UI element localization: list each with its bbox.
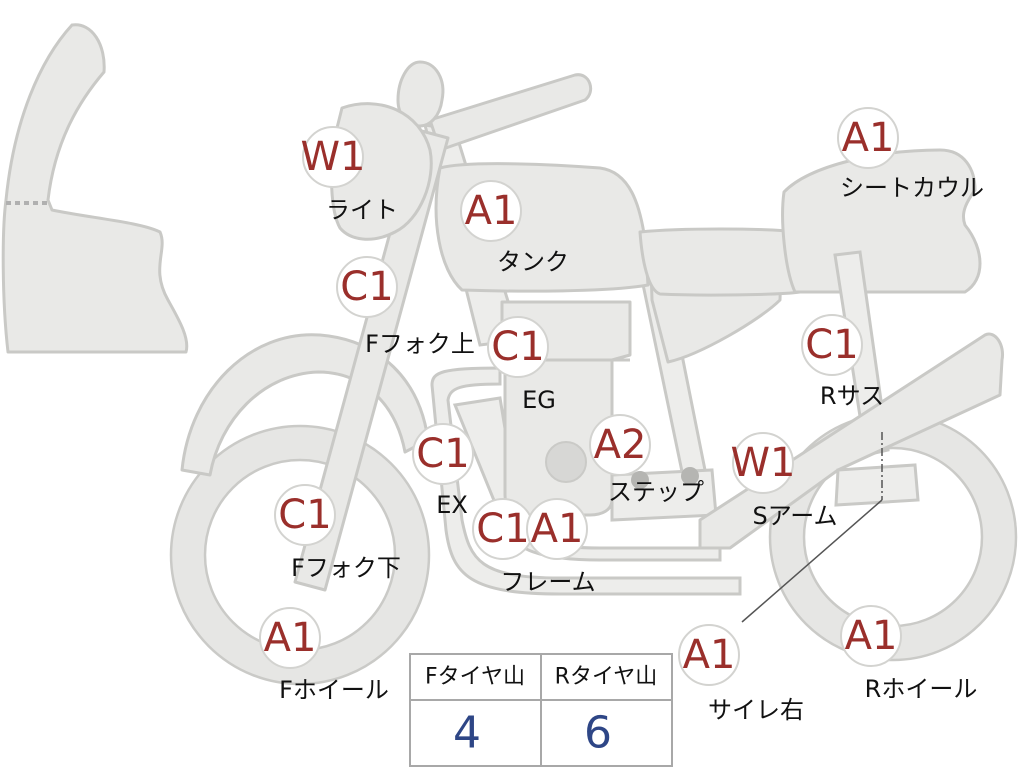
label-frame: フレーム: [500, 568, 595, 596]
badge-tank: A1 タンク: [460, 180, 569, 276]
badge-fork-upper: C1 Fフォク上: [336, 256, 475, 358]
badge-muffler-right: A1 サイレ右: [678, 624, 804, 724]
label-seat-cowl: シートカウル: [840, 174, 984, 202]
badge-step: A2 ステップ: [589, 414, 704, 506]
grade-rear-wheel: A1: [845, 613, 898, 659]
label-exhaust: EX: [436, 491, 468, 519]
grade-fork-upper: C1: [340, 264, 393, 310]
badge-light: W1 ライト: [301, 126, 398, 224]
rear-tire-tread-header: Rタイヤ山: [555, 665, 658, 690]
grade-tank: A1: [465, 188, 518, 234]
badge-rear-suspension: C1 Rサス: [801, 314, 884, 410]
front-fork-shape: [293, 128, 450, 592]
grade-frame-1: C1: [476, 506, 529, 552]
rear-tire-tread-value: 6: [584, 708, 612, 759]
label-swing-arm: Sアーム: [752, 502, 837, 530]
grade-rear-suspension: C1: [805, 322, 858, 368]
badge-seat-cowl: A1 シートカウル: [837, 107, 984, 202]
badge-front-wheel: A1 Fホイール: [259, 607, 389, 704]
grade-front-wheel: A1: [264, 615, 317, 661]
front-tire-tread-value: 4: [453, 708, 481, 759]
grade-light: W1: [301, 134, 366, 180]
tire-tread-table: Fタイヤ山 Rタイヤ山 4 6: [409, 653, 673, 767]
badge-rear-wheel: A1 Rホイール: [840, 605, 978, 703]
badge-fork-lower: C1 Fフォク下: [274, 484, 401, 582]
label-rear-suspension: Rサス: [820, 382, 884, 410]
seat-cowl-shape: [781, 148, 982, 294]
label-muffler-right: サイレ右: [708, 696, 804, 724]
grade-fork-lower: C1: [278, 492, 331, 538]
grade-exhaust: C1: [416, 431, 469, 477]
handlebar-shape: [428, 73, 593, 152]
seat-shape: [638, 227, 802, 297]
grade-swing-arm: W1: [731, 440, 796, 486]
windscreen-shape: [1, 23, 189, 354]
badge-frame: C1 A1 フレーム: [472, 498, 596, 596]
label-engine: EG: [522, 386, 556, 414]
grade-seat-cowl: A1: [842, 115, 895, 161]
front-tire-tread-header: Fタイヤ山: [425, 665, 525, 690]
grade-muffler-right: A1: [683, 632, 736, 678]
label-tank: タンク: [497, 248, 569, 276]
label-rear-wheel: Rホイール: [865, 675, 978, 703]
badge-swing-arm: W1 Sアーム: [731, 432, 838, 530]
label-fork-lower: Fフォク下: [291, 554, 401, 582]
swing-arm-shape: [698, 332, 1005, 550]
grade-step: A2: [594, 422, 647, 468]
label-step: ステップ: [608, 478, 704, 506]
label-fork-upper: Fフォク上: [365, 330, 475, 358]
label-light: ライト: [326, 196, 398, 224]
badge-engine: C1 EG: [487, 316, 556, 414]
badge-exhaust: C1 EX: [412, 423, 474, 519]
grade-engine: C1: [491, 324, 544, 370]
grade-frame-2: A1: [531, 506, 584, 552]
label-front-wheel: Fホイール: [279, 676, 389, 704]
